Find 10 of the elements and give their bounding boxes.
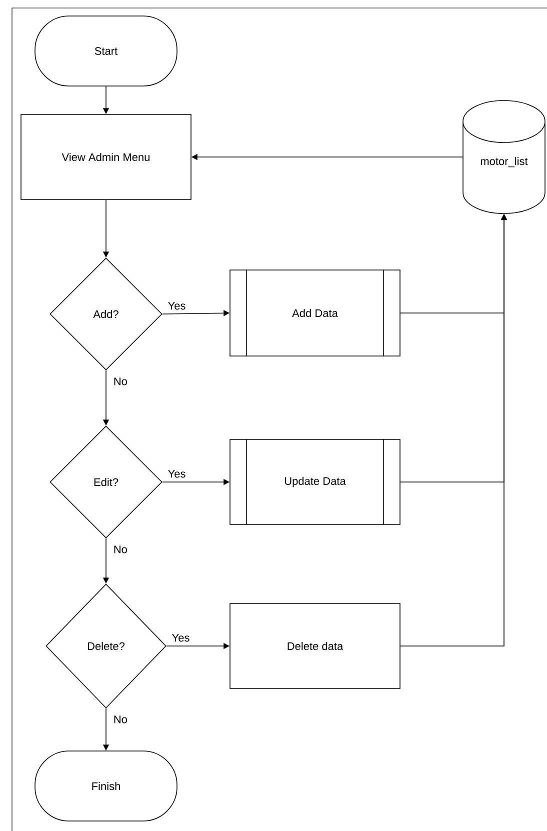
process-box: Delete data [230,603,400,689]
edge-label: Yes [168,302,186,310]
edge-label: No [114,378,127,386]
subprocess-box: Update Data [230,438,400,526]
edge-label: Yes [168,470,186,478]
edge-label: Yes [172,634,190,642]
edge-label: No [114,546,127,554]
process-box: View Admin Menu [20,114,192,200]
edge-label: No [114,716,127,724]
subprocess-box: Add Data [230,269,400,357]
